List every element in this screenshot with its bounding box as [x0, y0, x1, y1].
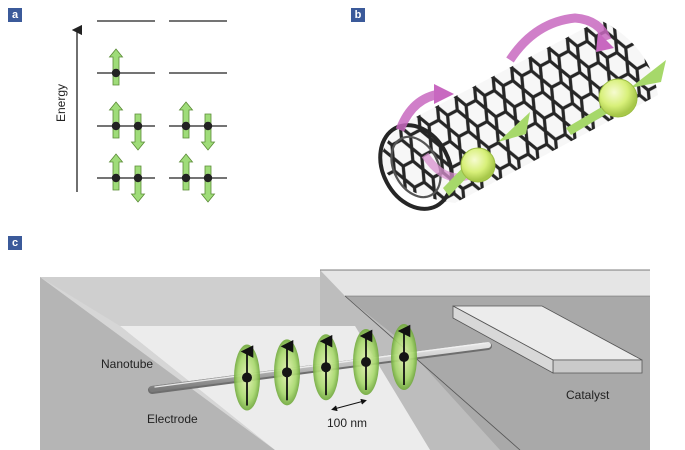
catalyst-front [552, 359, 643, 374]
spin-down-arrow [200, 113, 216, 151]
spin-site [313, 334, 339, 401]
electron-dot [203, 173, 213, 183]
spin-up-arrow [108, 153, 124, 191]
catalyst-label: Catalyst [566, 388, 610, 402]
electron-dot [133, 121, 143, 131]
electron-dot [133, 173, 143, 183]
spin-down-arrow [130, 113, 146, 151]
spin-site [234, 344, 260, 411]
nanotube-label: Nanotube [101, 357, 154, 371]
electron-dot [203, 121, 213, 131]
tube-rim [378, 123, 454, 211]
spin-down-arrow [130, 165, 146, 203]
spin-arrow [498, 112, 530, 142]
current-arrow [506, 13, 612, 63]
spin-up-arrow [108, 48, 124, 86]
catalyst-side [452, 305, 554, 374]
electron-dot [181, 173, 191, 183]
current-arrowhead [596, 32, 614, 52]
spin-up-arrow [178, 101, 194, 139]
electron-dot [111, 173, 121, 183]
panel-b-letter: b [351, 8, 365, 22]
spin-up-arrow [178, 153, 194, 191]
tube-rim-inner [390, 135, 442, 199]
spin-ball [460, 147, 496, 183]
spin-site [274, 339, 300, 406]
spin-arrow [630, 60, 666, 88]
spin-site [391, 324, 417, 390]
spin-arrow [566, 105, 608, 135]
left-electrode-top [40, 277, 275, 450]
spin-down-arrow [200, 165, 216, 203]
electron-dot [181, 121, 191, 131]
spin-ball [598, 78, 638, 118]
spin-up-arrow [108, 101, 124, 139]
right-electrode-top [320, 270, 650, 296]
electrode-label: Electrode [147, 412, 198, 426]
electron-dot [111, 68, 121, 78]
spin-site [353, 328, 379, 395]
panel-a-letter: a [8, 8, 22, 22]
scale-label: 100 nm [327, 416, 368, 430]
scale-arrow [331, 398, 367, 412]
current-arrowhead [434, 84, 454, 104]
panel-c-letter: c [8, 236, 22, 250]
electron-dot [111, 121, 121, 131]
channel-floor [120, 326, 430, 450]
